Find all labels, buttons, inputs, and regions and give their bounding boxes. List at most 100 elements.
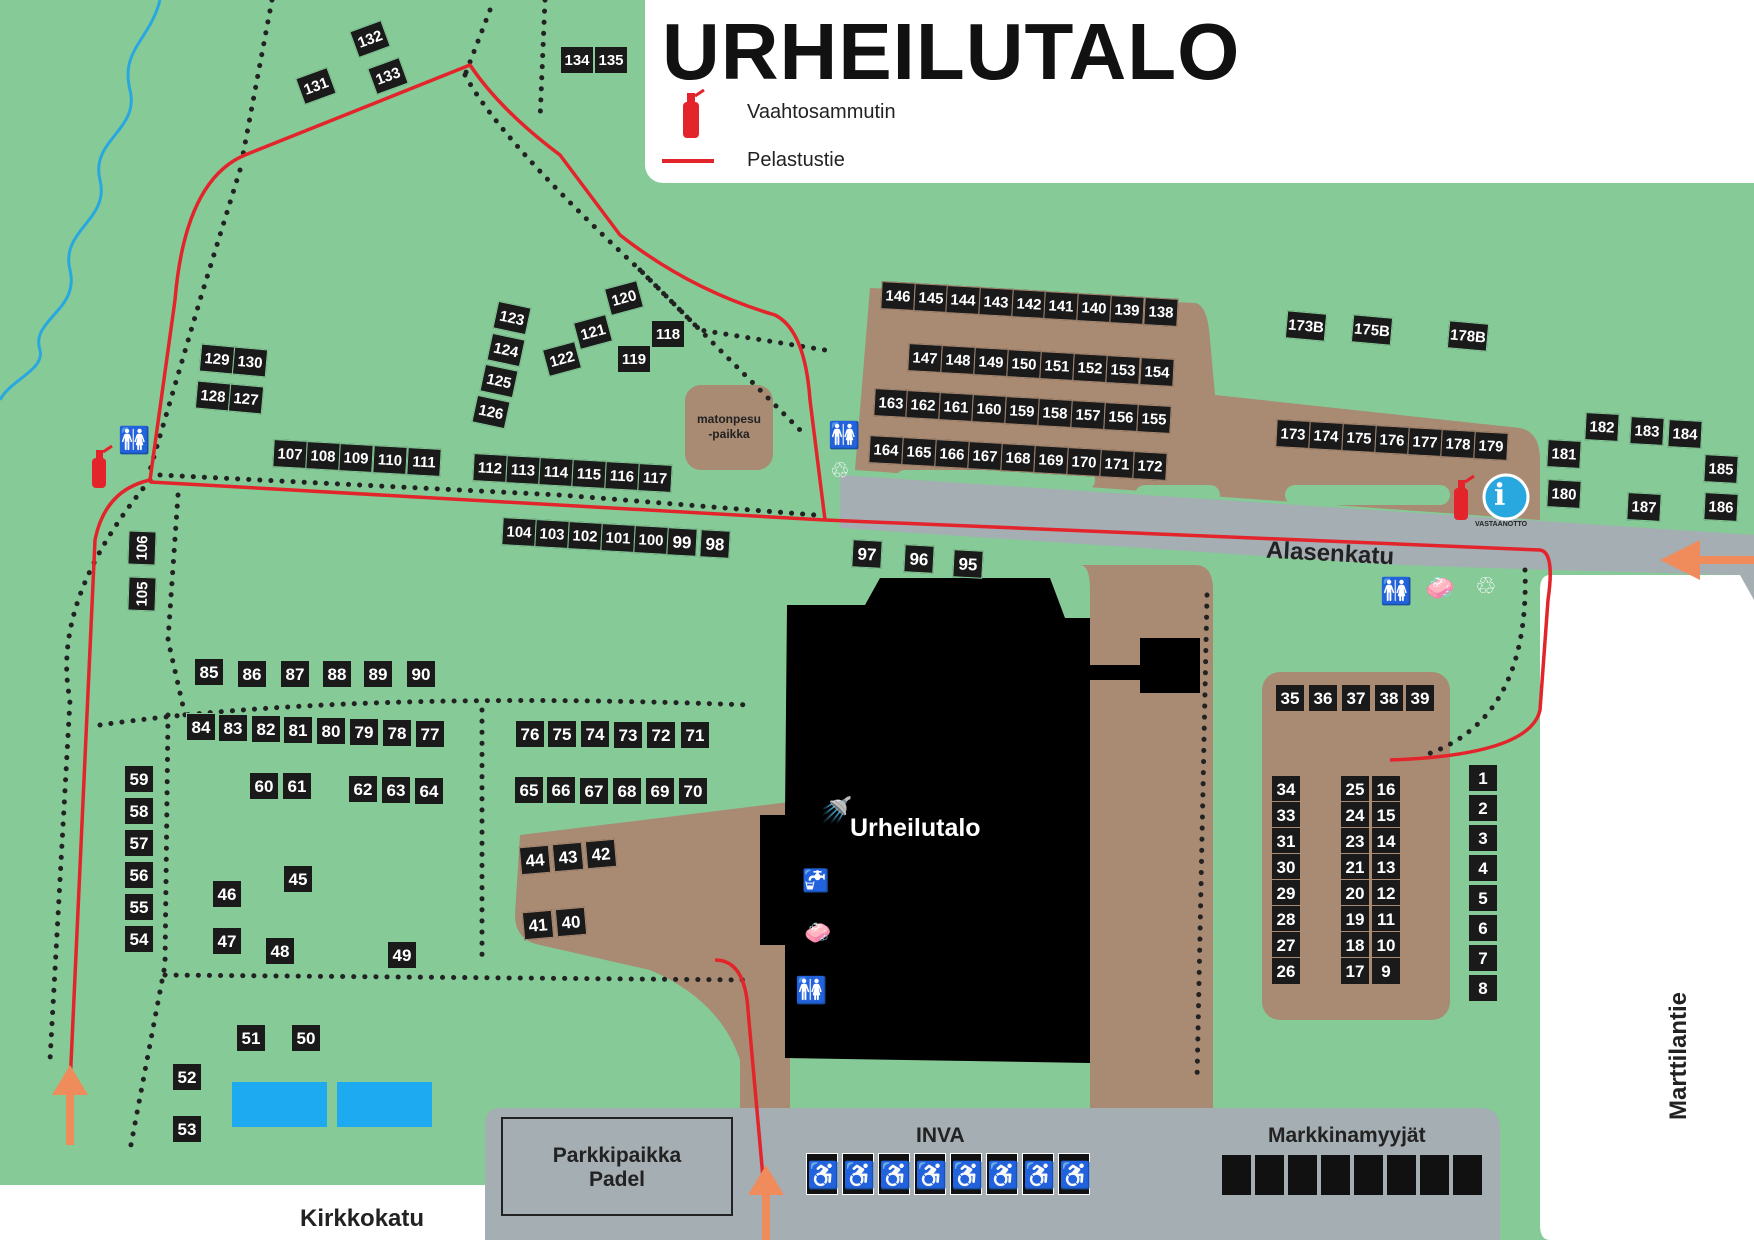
legend-label-extinguisher: Vaahtosammutin	[747, 101, 896, 123]
campsite-plot-58: 58	[124, 797, 154, 825]
campsite-plot-38: 38	[1374, 684, 1404, 712]
campsite-plot-12: 12	[1371, 879, 1401, 907]
campsite-plot-10: 10	[1371, 931, 1401, 959]
campsite-plot-81: 81	[283, 716, 313, 744]
campsite-plot-18: 18	[1340, 931, 1370, 959]
road-label-kirkkokatu: Kirkkokatu	[300, 1205, 425, 1232]
campsite-plot-187: 187	[1626, 492, 1662, 522]
info-icon	[1482, 473, 1530, 521]
campsite-plot-149: 149	[973, 347, 1009, 377]
campsite-plot-11: 11	[1371, 905, 1401, 933]
pool-2	[337, 1082, 432, 1127]
entry-arrow-south	[748, 1165, 784, 1240]
campsite-plot-115: 115	[571, 459, 607, 489]
campsite-plot-178: 178	[1440, 429, 1476, 459]
campsite-plot-77: 77	[415, 720, 445, 748]
campsite-plot-178B: 178B	[1446, 320, 1490, 352]
campsite-plot-160: 160	[971, 394, 1007, 424]
walking-paths	[47, 0, 1528, 1153]
campsite-plot-111: 111	[406, 447, 442, 477]
campsite-plot-135: 135	[594, 46, 628, 74]
accessible-parking-icon: ♿	[914, 1153, 947, 1195]
campsite-plot-186: 186	[1703, 492, 1739, 522]
campsite-plot-68: 68	[612, 777, 642, 805]
campsite-plot-89: 89	[363, 660, 393, 688]
campsite-plot-138: 138	[1143, 297, 1179, 327]
campsite-plot-119: 119	[617, 345, 651, 373]
campsite-plot-71: 71	[680, 721, 710, 749]
campsite-plot-173B: 173B	[1284, 310, 1328, 342]
campsite-plot-87: 87	[280, 660, 310, 688]
campsite-plot-152: 152	[1072, 353, 1108, 383]
campsite-plot-166: 166	[934, 439, 970, 469]
campsite-plot-8: 8	[1468, 974, 1498, 1002]
market-vendor-spot	[1354, 1155, 1383, 1195]
campsite-plot-84: 84	[186, 713, 216, 741]
campsite-plot-46: 46	[212, 880, 242, 908]
campsite-plot-19: 19	[1340, 905, 1370, 933]
building-label: Urheilutalo	[850, 814, 981, 842]
legend-label-rescue-route: Pelastustie	[747, 149, 845, 171]
campsite-plot-66: 66	[546, 776, 576, 804]
campsite-plot-96: 96	[903, 544, 935, 574]
campsite-plot-70: 70	[678, 777, 708, 805]
market-vendor-spot	[1387, 1155, 1416, 1195]
campsite-plot-106: 106	[127, 530, 157, 566]
campsite-plot-67: 67	[579, 777, 609, 805]
campsite-plot-140: 140	[1076, 293, 1112, 323]
urheilutalo-building	[760, 578, 1090, 1063]
campsite-plot-13: 13	[1371, 853, 1401, 881]
campsite-plot-169: 169	[1033, 445, 1069, 475]
campsite-plot-114: 114	[538, 457, 574, 487]
campsite-plot-129: 129	[198, 343, 236, 375]
white-area-right	[1540, 575, 1754, 1240]
water-tap-icon: 🚰	[802, 868, 830, 893]
sand-area-south	[515, 802, 790, 1110]
campsite-plot-104: 104	[501, 517, 537, 547]
accessible-parking-icon: ♿	[1058, 1153, 1091, 1195]
campsite-plot-65: 65	[514, 776, 544, 804]
parking-padel-label: Parkkipaikka Padel	[504, 1144, 730, 1192]
campsite-plot-123: 123	[492, 300, 532, 336]
campsite-plot-6: 6	[1468, 914, 1498, 942]
accessible-parking-icon: ♿	[1022, 1153, 1055, 1195]
campsite-plot-100: 100	[633, 525, 669, 555]
campsite-plot-164: 164	[868, 435, 904, 465]
campsite-plot-179: 179	[1473, 431, 1509, 461]
campsite-plot-127: 127	[227, 383, 265, 415]
campsite-plot-47: 47	[212, 927, 242, 955]
market-vendor-spot	[1453, 1155, 1482, 1195]
campsite-plot-86: 86	[237, 660, 267, 688]
campsite-plot-26: 26	[1271, 957, 1301, 985]
info-label: VASTAANOTTO	[1475, 521, 1528, 528]
parking-padel-line1: Parkkipaikka	[552, 1144, 682, 1167]
campsite-plot-48: 48	[265, 937, 295, 965]
campsite-plot-23: 23	[1340, 827, 1370, 855]
campsite-plot-147: 147	[907, 343, 943, 373]
campsite-plot-76: 76	[515, 720, 545, 748]
river	[0, 0, 162, 401]
campsite-plot-42: 42	[584, 838, 618, 870]
white-area-bottom	[0, 1185, 500, 1240]
campsite-plot-145: 145	[913, 283, 949, 313]
campsite-plot-43: 43	[551, 841, 585, 873]
parking-padel-line2: Padel	[588, 1168, 646, 1191]
map-title: URHEILUTALO	[662, 7, 1241, 96]
campsite-plot-64: 64	[414, 777, 444, 805]
accessible-parking-icon: ♿	[950, 1153, 983, 1195]
dump-station-icon: ♲	[830, 458, 850, 483]
campsite-plot-15: 15	[1371, 801, 1401, 829]
campsite-plot-49: 49	[387, 941, 417, 969]
campsite-plot-116: 116	[604, 461, 640, 491]
campsite-plot-53: 53	[172, 1115, 202, 1143]
sand-area-wash	[685, 385, 773, 470]
campsite-plot-159: 159	[1004, 396, 1040, 426]
campsite-plot-146: 146	[880, 281, 916, 311]
market-vendor-spot	[1420, 1155, 1449, 1195]
building-annex	[1140, 638, 1200, 693]
campsite-plot-80: 80	[316, 717, 346, 745]
campsite-plot-35: 35	[1275, 684, 1305, 712]
campsite-plot-163: 163	[873, 388, 909, 418]
market-vendor-spot	[1321, 1155, 1350, 1195]
campsite-plot-130: 130	[231, 346, 269, 378]
